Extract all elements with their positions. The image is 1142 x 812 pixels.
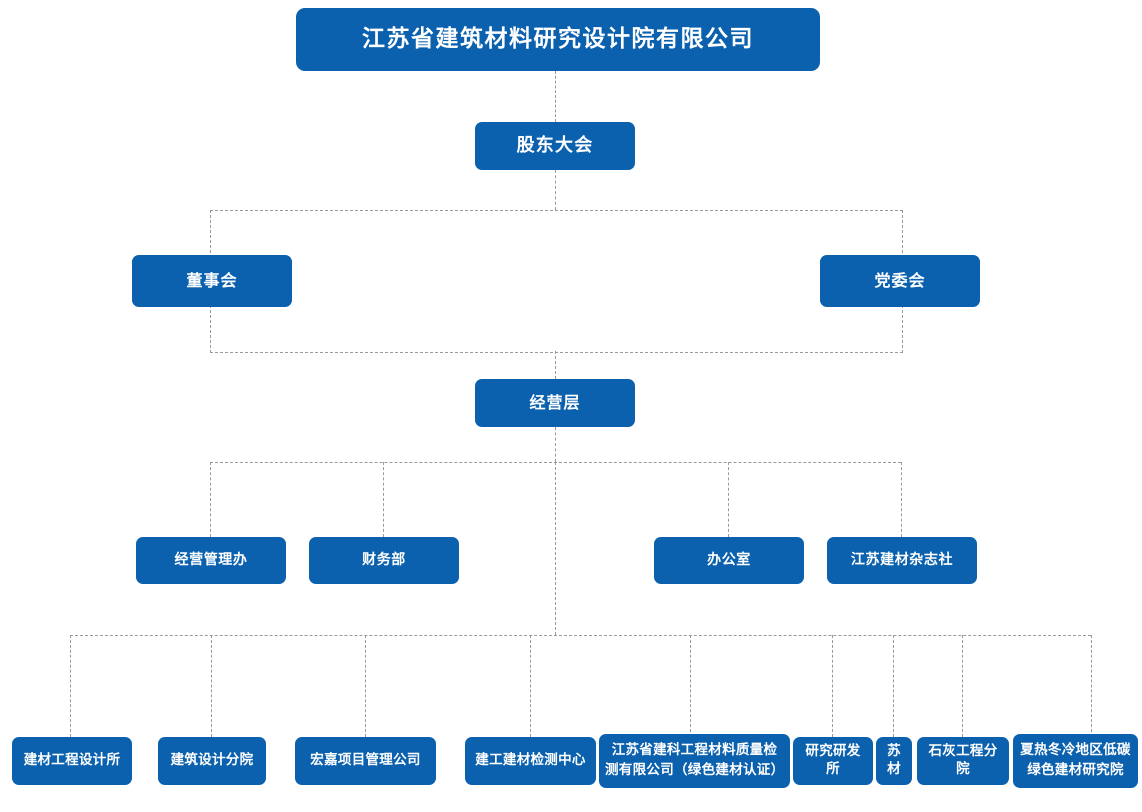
node-dept-finance[interactable]: 财务部 xyxy=(309,537,459,584)
connector-governance-to-management xyxy=(555,351,556,379)
node-dept-ops[interactable]: 经营管理办 xyxy=(136,537,286,584)
connector-management-down xyxy=(555,427,556,462)
node-sub-research-dev[interactable]: 研究研发所 xyxy=(793,737,873,785)
node-party-committee[interactable]: 党委会 xyxy=(820,255,980,307)
node-company[interactable]: 江苏省建筑材料研究设计院有限公司 xyxy=(296,8,820,71)
connector-drop-sub-1 xyxy=(70,635,71,737)
connector-drop-dept-office xyxy=(728,462,729,537)
connector-drop-sub-3 xyxy=(365,635,366,737)
node-dept-office[interactable]: 办公室 xyxy=(654,537,804,584)
connector-drop-dept-finance xyxy=(383,462,384,537)
connector-drop-dept-ops xyxy=(210,462,211,537)
node-sub-testing-center[interactable]: 建工建材检测中心 xyxy=(465,737,596,785)
node-shareholders[interactable]: 股东大会 xyxy=(475,122,635,170)
connector-drop-sub-6 xyxy=(832,635,833,737)
connector-drop-sub-4 xyxy=(530,635,531,737)
node-board[interactable]: 董事会 xyxy=(132,255,292,307)
connector-drop-sub-2 xyxy=(211,635,212,737)
node-sub-hongjia[interactable]: 宏嘉项目管理公司 xyxy=(295,737,436,785)
connector-management-spine-lower xyxy=(555,462,556,635)
connector-drop-sub-5 xyxy=(690,635,691,737)
node-sub-low-carbon[interactable]: 夏热冬冷地区低碳绿色建材研究院 xyxy=(1013,734,1138,788)
connector-subsidiaries-bus xyxy=(70,635,1091,636)
node-management[interactable]: 经营层 xyxy=(475,379,635,427)
connector-drop-sub-9 xyxy=(1091,635,1092,737)
connector-drop-sub-7 xyxy=(893,635,894,737)
connector-drop-dept-magazine xyxy=(901,462,902,537)
connector-governance-bracket xyxy=(210,210,903,353)
node-sub-lime-branch[interactable]: 石灰工程分院 xyxy=(917,737,1009,785)
node-sub-sucai[interactable]: 苏材 xyxy=(876,737,912,785)
node-sub-design-institute[interactable]: 建材工程设计所 xyxy=(12,737,132,785)
node-dept-magazine[interactable]: 江苏建材杂志社 xyxy=(827,537,977,584)
connector-company-to-shareholders xyxy=(555,71,556,122)
node-sub-architecture-branch[interactable]: 建筑设计分院 xyxy=(158,737,266,785)
connector-drop-sub-8 xyxy=(962,635,963,737)
node-sub-jianke-quality[interactable]: 江苏省建科工程材料质量检测有限公司（绿色建材认证） xyxy=(599,734,790,788)
connector-shareholders-down xyxy=(555,170,556,210)
